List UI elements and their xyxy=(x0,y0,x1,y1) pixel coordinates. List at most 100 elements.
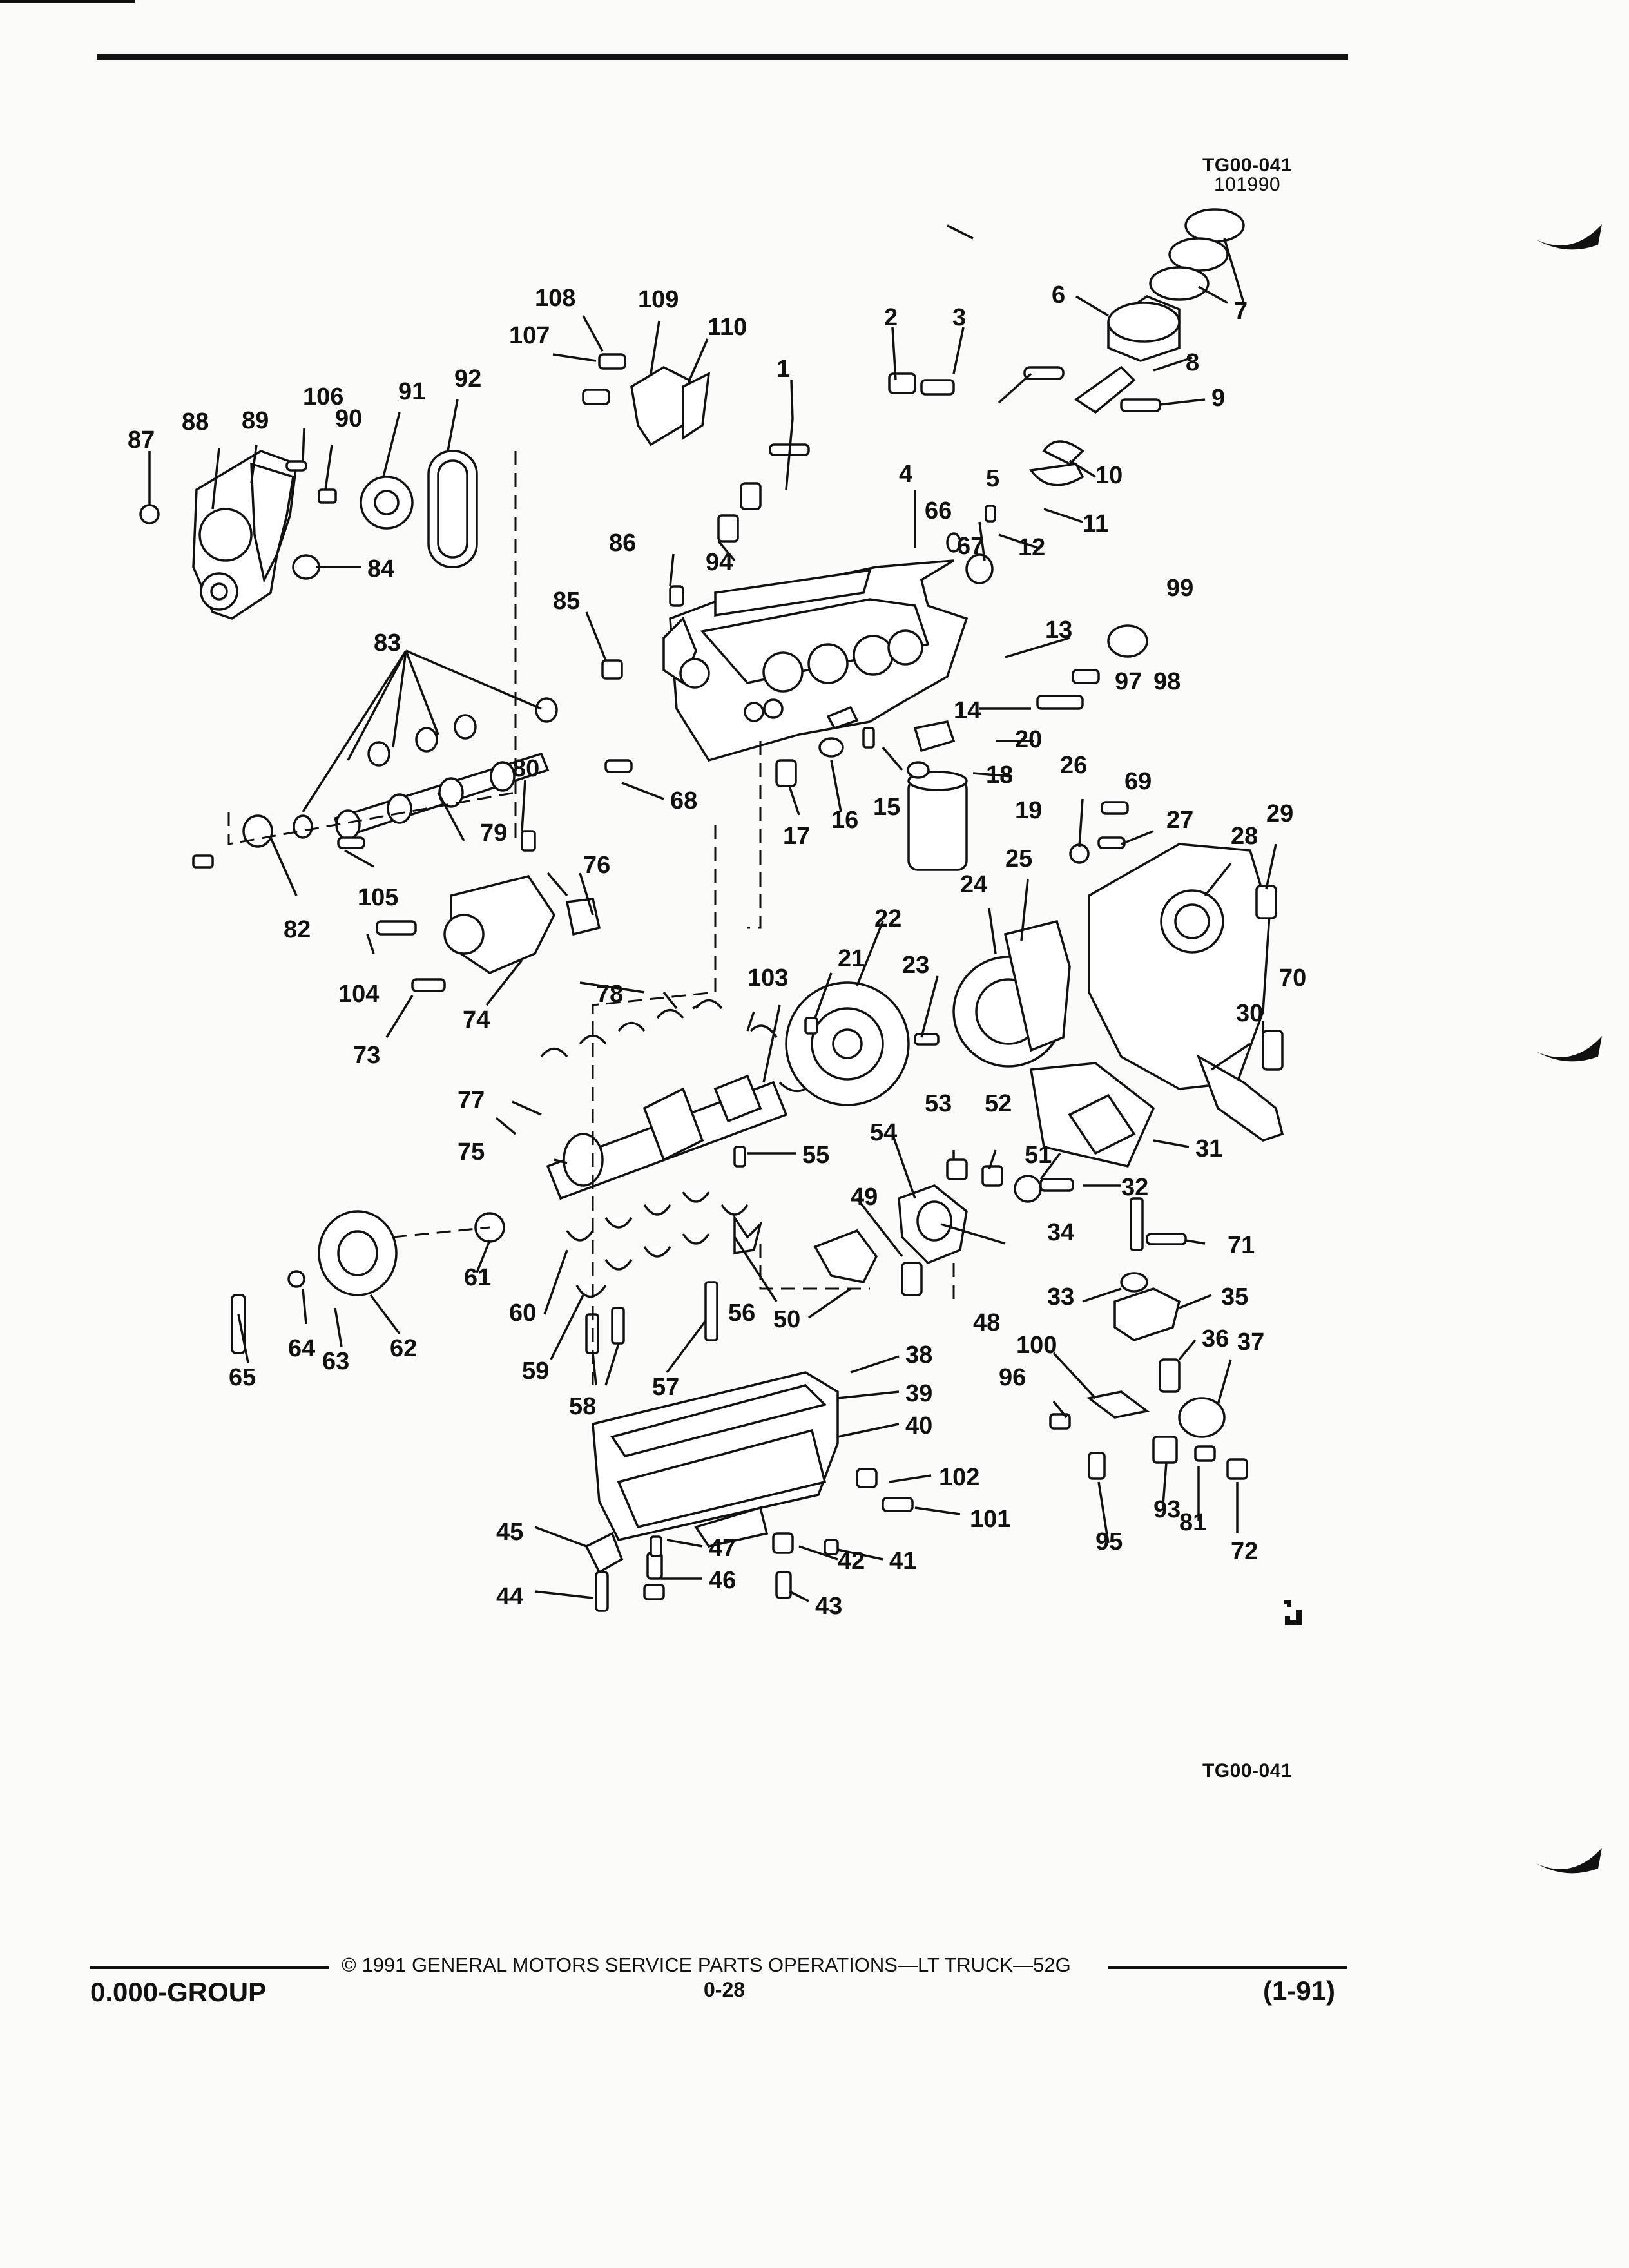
header-rule xyxy=(97,54,1348,60)
callout: 83 xyxy=(374,629,401,657)
callout: 5 xyxy=(986,465,999,492)
callout: 48 xyxy=(973,1309,1000,1336)
callout: 15 xyxy=(873,794,900,821)
callout: 1 xyxy=(776,356,790,383)
water-pump-group xyxy=(376,830,601,992)
crankshaft-group xyxy=(231,999,806,1354)
callout: 81 xyxy=(1179,1509,1206,1536)
callout: 85 xyxy=(553,588,580,615)
callout: 24 xyxy=(960,871,987,898)
callout: 55 xyxy=(802,1142,829,1169)
callout: 26 xyxy=(1060,752,1087,779)
callout: 34 xyxy=(1047,1219,1074,1246)
callout: 101 xyxy=(970,1506,1010,1533)
bracket-group xyxy=(582,353,739,773)
callout: 7 xyxy=(1234,298,1248,325)
callout: 52 xyxy=(985,1090,1012,1117)
callout: 80 xyxy=(512,755,539,782)
callout: 10 xyxy=(1095,462,1123,489)
callout: 109 xyxy=(638,286,679,313)
callout: 49 xyxy=(851,1184,878,1211)
oil-pan-group xyxy=(584,1371,914,1612)
callout: 104 xyxy=(338,981,379,1008)
callout: 54 xyxy=(870,1119,897,1146)
callout: 64 xyxy=(288,1335,315,1362)
gm-spo-logo-icon xyxy=(1284,1600,1302,1625)
callout: 92 xyxy=(454,365,481,392)
callout: 43 xyxy=(815,1593,842,1620)
callout: 23 xyxy=(902,952,929,979)
footer-date: (1-91) xyxy=(1263,1975,1336,2006)
callout: 106 xyxy=(303,383,343,410)
oil-filter-group xyxy=(775,624,1148,871)
timing-cover-group xyxy=(139,450,478,620)
piston-rod-group xyxy=(740,208,1245,584)
callout: 31 xyxy=(1195,1135,1222,1162)
callout: 90 xyxy=(335,405,362,432)
callout: 28 xyxy=(1231,823,1258,850)
callout: 71 xyxy=(1228,1232,1255,1259)
engine-block xyxy=(662,559,969,762)
callout: 62 xyxy=(390,1335,417,1362)
callout: 14 xyxy=(954,697,981,724)
callout-labels: 1 2 3 4 5 6 7 8 9 10 11 12 13 14 15 16 1… xyxy=(128,282,1306,1620)
callout: 105 xyxy=(358,884,398,911)
callout: 76 xyxy=(583,852,610,879)
oil-pump-group xyxy=(813,1158,1248,1480)
callout: 16 xyxy=(831,807,858,834)
callout: 6 xyxy=(1052,282,1065,309)
callout: 93 xyxy=(1153,1496,1181,1523)
callout: 45 xyxy=(496,1519,523,1546)
callout: 60 xyxy=(509,1300,536,1327)
callout: 89 xyxy=(242,407,269,434)
callout: 33 xyxy=(1047,1283,1074,1311)
callout: 20 xyxy=(1015,726,1042,753)
callout: 67 xyxy=(957,533,984,560)
figure-date-code: 101990 xyxy=(1213,174,1281,195)
callout: 50 xyxy=(773,1306,800,1333)
callout: 56 xyxy=(728,1300,755,1327)
callout: 18 xyxy=(986,762,1013,789)
callout: 97 xyxy=(1115,668,1142,695)
callout: 47 xyxy=(709,1535,736,1562)
footer-group: 0.000-GROUP xyxy=(90,1977,267,2007)
callout: 98 xyxy=(1153,668,1181,695)
assembly-lines xyxy=(227,451,955,1385)
callout: 78 xyxy=(596,981,623,1008)
callout: 41 xyxy=(889,1548,916,1575)
binding-mark-icon xyxy=(1536,1036,1602,1062)
callout: 68 xyxy=(670,787,697,814)
callout: 35 xyxy=(1221,1283,1248,1311)
callout: 57 xyxy=(652,1374,679,1401)
figure-id: TG00-041 xyxy=(1202,155,1293,176)
callout: 94 xyxy=(706,549,733,576)
callout: 82 xyxy=(284,916,311,943)
callout: 79 xyxy=(480,820,507,847)
callout: 65 xyxy=(229,1364,256,1391)
binding-mark-icon xyxy=(1536,1848,1602,1874)
callout: 32 xyxy=(1121,1174,1148,1201)
callout: 103 xyxy=(747,965,788,992)
callout: 39 xyxy=(905,1380,932,1407)
callout: 22 xyxy=(874,905,901,932)
callout: 84 xyxy=(367,555,394,582)
footer-rule-left xyxy=(90,1966,329,1969)
callout: 77 xyxy=(458,1087,485,1114)
binding-mark-icon xyxy=(1536,224,1602,250)
callout: 102 xyxy=(939,1464,979,1491)
callout: 59 xyxy=(522,1358,549,1385)
callout: 40 xyxy=(905,1412,932,1439)
callout: 51 xyxy=(1025,1142,1052,1169)
callout: 46 xyxy=(709,1567,736,1594)
leader-lines xyxy=(148,224,1277,1602)
callout: 58 xyxy=(569,1393,596,1420)
callout: 66 xyxy=(925,497,952,524)
callout: 2 xyxy=(884,304,898,331)
callout: 88 xyxy=(182,408,209,436)
callout: 99 xyxy=(1166,575,1193,602)
callout: 69 xyxy=(1124,768,1152,795)
callout: 13 xyxy=(1045,617,1072,644)
footer-rule-right xyxy=(1108,1966,1347,1969)
callout: 21 xyxy=(838,945,865,972)
